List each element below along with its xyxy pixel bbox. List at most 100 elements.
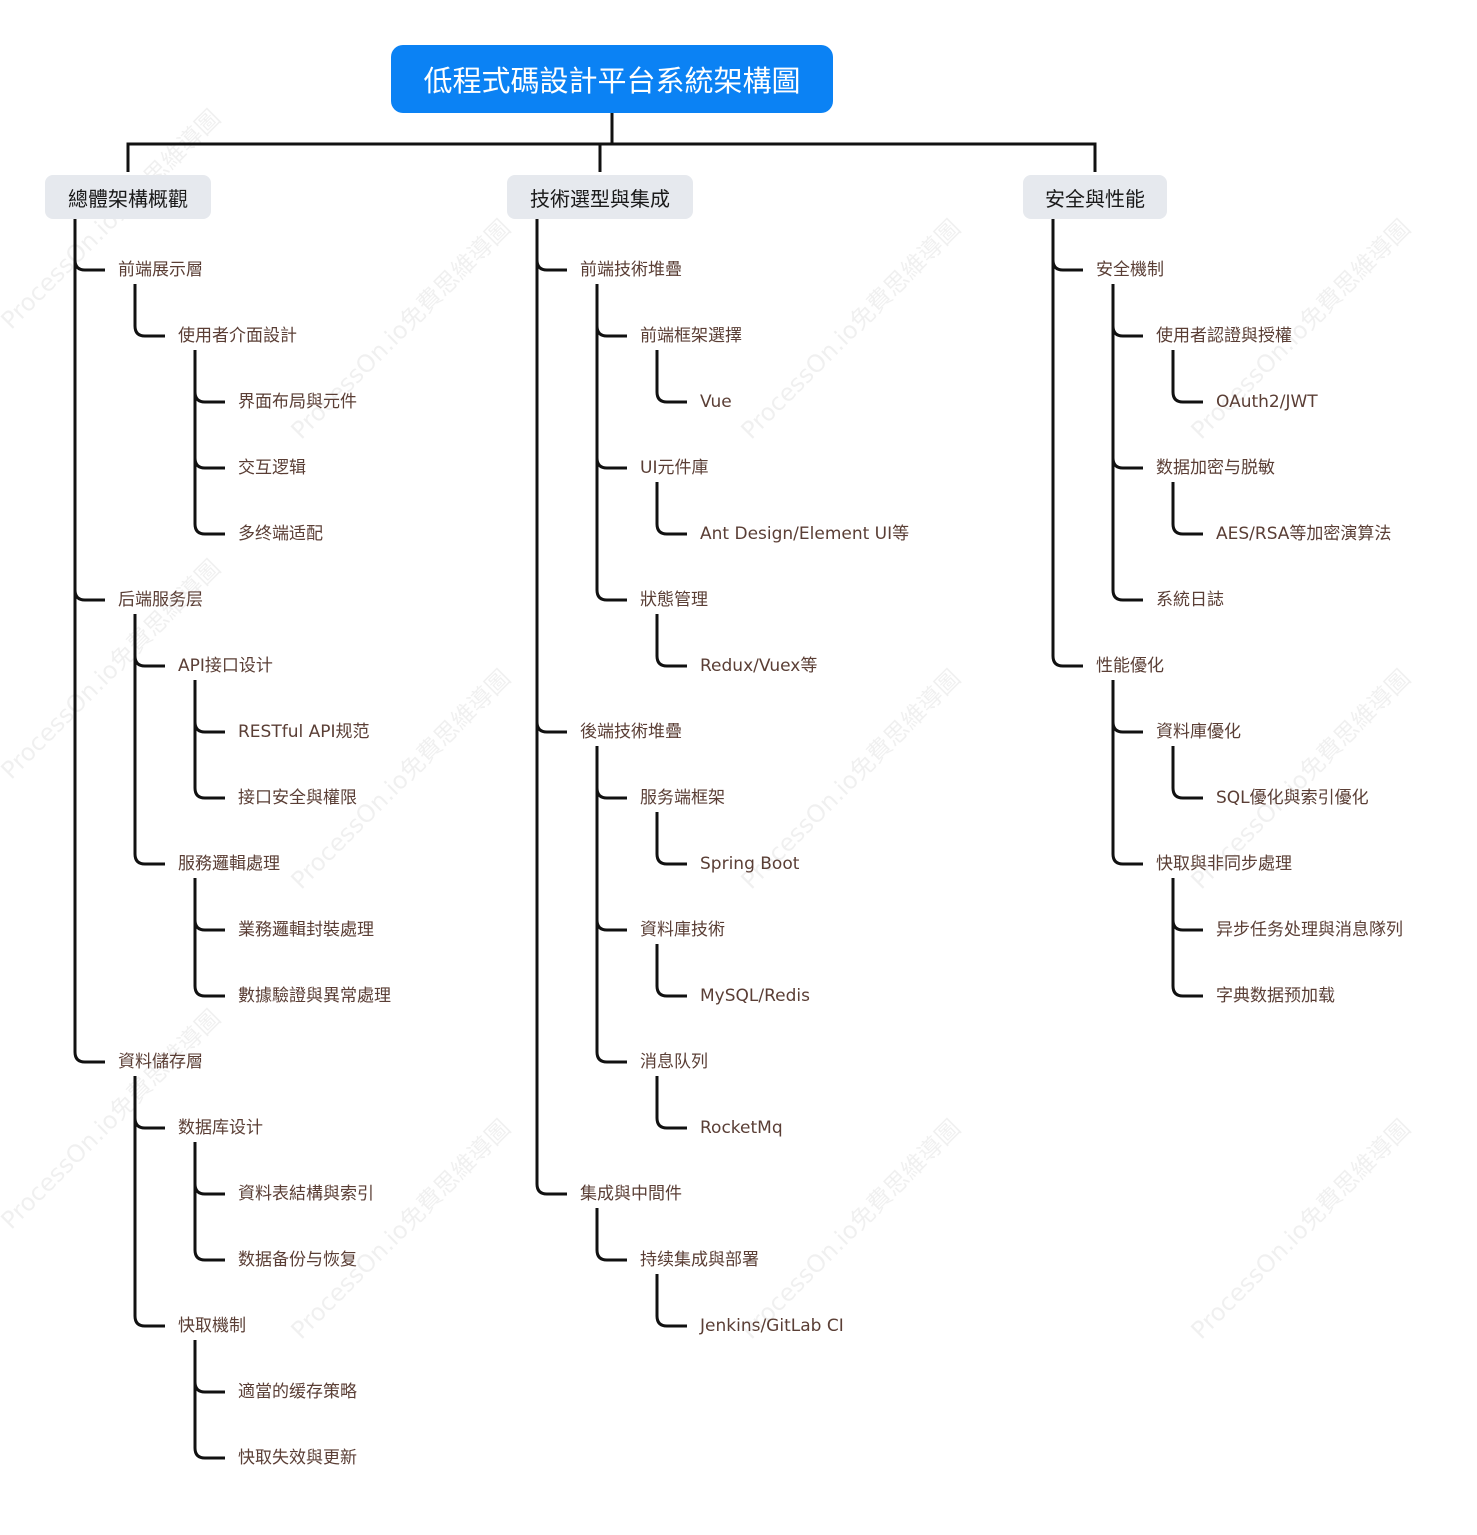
mindmap-node-l3[interactable]: RESTful API规范 [238, 722, 370, 742]
mindmap-node-l2[interactable]: 数据加密与脱敏 [1156, 458, 1275, 478]
connector-line [73, 574, 105, 602]
connector-line [193, 508, 225, 536]
connector-line [193, 904, 225, 932]
mindmap-node-l3[interactable]: RocketMq [700, 1118, 783, 1138]
connector-line [655, 1300, 687, 1328]
connector-line [655, 970, 687, 998]
mindmap-node-l3[interactable]: 多终端适配 [238, 524, 323, 544]
mindmap-node-l3[interactable]: 數據驗證與異常處理 [238, 986, 391, 1006]
root-node-title[interactable]: 低程式碼設計平台系統架構圖 [391, 45, 833, 113]
connector-line [1111, 706, 1143, 734]
connector-line [193, 1432, 225, 1460]
connector-line [193, 1366, 225, 1394]
connector-line [1171, 508, 1203, 536]
mindmap-node-l3[interactable]: 数据备份与恢复 [238, 1250, 357, 1270]
mindmap-node-l3[interactable]: Redux/Vuex等 [700, 656, 818, 676]
connector-line [655, 376, 687, 404]
connector-line [535, 244, 567, 272]
mindmap-node-l2[interactable]: 数据库设计 [178, 1118, 263, 1138]
mindmap-node-l3[interactable]: 業務邏輯封裝處理 [238, 920, 374, 940]
connector-line [73, 1036, 105, 1064]
connector-line [1171, 376, 1203, 404]
connector-line [535, 706, 567, 734]
mindmap-node-l3[interactable]: Ant Design/Element UI等 [700, 524, 910, 544]
mindmap-node-l2[interactable]: 使用者認證與授權 [1156, 326, 1292, 346]
connector-line [655, 508, 687, 536]
connector-line [1171, 772, 1203, 800]
mindmap-node-l2[interactable]: API接口设计 [178, 656, 273, 676]
mindmap-node-l1[interactable]: 後端技術堆疊 [580, 722, 682, 742]
connector-line [133, 1102, 165, 1130]
mindmap-node-l2[interactable]: 使用者介面設計 [178, 326, 297, 346]
connector-line [655, 640, 687, 668]
connector-line [193, 970, 225, 998]
mindmap-node-l3[interactable]: 交互逻辑 [238, 458, 306, 478]
mindmap-node-l3[interactable]: Jenkins/GitLab CI [700, 1316, 844, 1336]
connector-line [193, 376, 225, 404]
connector-line [1051, 244, 1083, 272]
mindmap-node-l1[interactable]: 前端技術堆疊 [580, 260, 682, 280]
connector-line [1111, 838, 1143, 866]
mindmap-node-l1[interactable]: 資料儲存層 [118, 1052, 203, 1072]
mindmap-node-l2[interactable]: 狀態管理 [640, 590, 708, 610]
mindmap-node-l3[interactable]: 快取失效與更新 [238, 1448, 357, 1468]
connector-line [1111, 442, 1143, 470]
connector-line [193, 1234, 225, 1262]
mindmap-node-l3[interactable]: 异步任务处理與消息隊列 [1216, 920, 1403, 940]
mindmap-node-l2[interactable]: 持续集成與部署 [640, 1250, 759, 1270]
mindmap-node-l2[interactable]: UI元件庫 [640, 458, 709, 478]
connector-line [595, 442, 627, 470]
connector-line [595, 1234, 627, 1262]
mindmap-node-l2[interactable]: 資料庫技術 [640, 920, 725, 940]
connector-line [655, 1102, 687, 1130]
mindmap-node-l2[interactable]: 服務邏輯處理 [178, 854, 280, 874]
branch-title-2[interactable]: 技術選型與集成 [507, 175, 693, 219]
mindmap-node-l2[interactable]: 快取機制 [178, 1316, 246, 1336]
mindmap-node-l1[interactable]: 集成與中間件 [580, 1184, 682, 1204]
mindmap-node-l1[interactable]: 安全機制 [1096, 260, 1164, 280]
mindmap-node-l3[interactable]: 接口安全與權限 [238, 788, 357, 808]
connector-line [133, 640, 165, 668]
mindmap-node-l2[interactable]: 系統日誌 [1156, 590, 1224, 610]
connector-line [193, 442, 225, 470]
mindmap-node-l1[interactable]: 后端服务层 [118, 590, 203, 610]
mindmap-node-l3[interactable]: Vue [700, 392, 732, 412]
connector-line [133, 838, 165, 866]
mindmap-node-l3[interactable]: 資料表結構與索引 [238, 1184, 374, 1204]
connector-line [133, 310, 165, 338]
mindmap-node-l1[interactable]: 性能優化 [1096, 656, 1164, 676]
connector-line [595, 310, 627, 338]
mindmap-node-l2[interactable]: 資料庫優化 [1156, 722, 1241, 742]
connector-line [1111, 574, 1143, 602]
connector-line [126, 142, 1097, 172]
mindmap-node-l3[interactable]: SQL優化與索引優化 [1216, 788, 1369, 808]
mindmap-node-l3[interactable]: Spring Boot [700, 854, 800, 874]
mindmap-node-l3[interactable]: 界面布局與元件 [238, 392, 357, 412]
mindmap-node-l3[interactable]: 適當的缓存策略 [238, 1382, 357, 1402]
mindmap-node-l1[interactable]: 前端展示層 [118, 260, 203, 280]
mindmap-node-l2[interactable]: 服务端框架 [640, 788, 725, 808]
connector-line [1051, 640, 1083, 668]
mindmap-node-l2[interactable]: 消息队列 [640, 1052, 708, 1072]
mindmap-node-l2[interactable]: 前端框架選擇 [640, 326, 742, 346]
connector-line [133, 1300, 165, 1328]
connector-line [655, 838, 687, 866]
connector-line [73, 244, 105, 272]
connector-line [1171, 904, 1203, 932]
mindmap-node-l3[interactable]: OAuth2/JWT [1216, 392, 1318, 412]
connector-line [595, 574, 627, 602]
connector-line [595, 772, 627, 800]
branch-title-3[interactable]: 安全與性能 [1023, 175, 1167, 219]
connector-line [595, 1036, 627, 1064]
connector-line [535, 1168, 567, 1196]
connector-line [1111, 310, 1143, 338]
mindmap-node-l3[interactable]: 字典数据预加载 [1216, 986, 1335, 1006]
mindmap-node-l2[interactable]: 快取與非同步處理 [1156, 854, 1292, 874]
connector-line [1171, 970, 1203, 998]
mindmap-node-l3[interactable]: MySQL/Redis [700, 986, 810, 1006]
mindmap-node-l3[interactable]: AES/RSA等加密演算法 [1216, 524, 1392, 544]
connector-line [193, 1168, 225, 1196]
branch-title-1[interactable]: 總體架構概觀 [45, 175, 211, 219]
connector-line [595, 904, 627, 932]
